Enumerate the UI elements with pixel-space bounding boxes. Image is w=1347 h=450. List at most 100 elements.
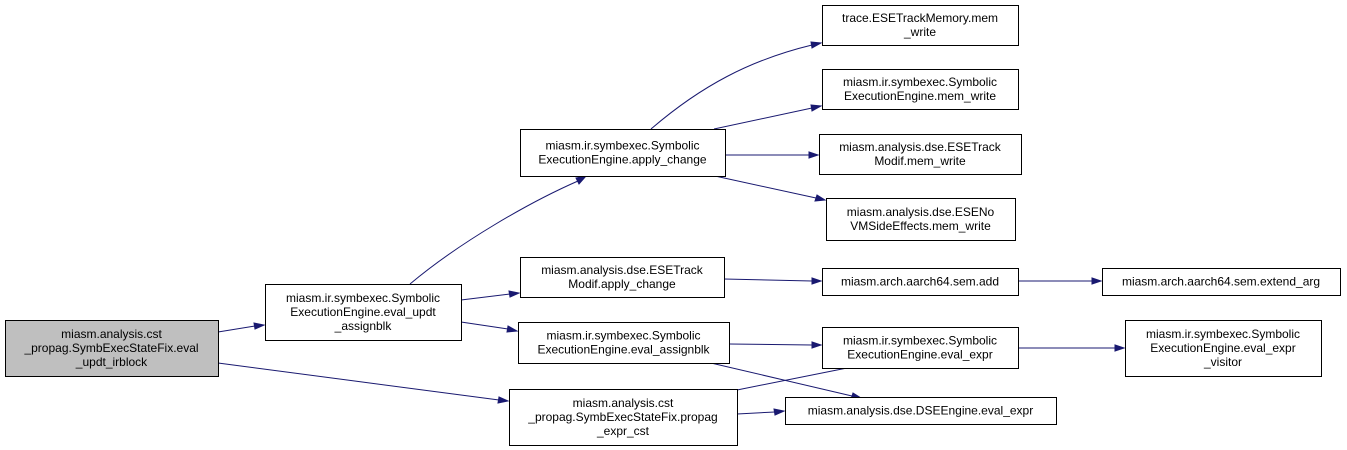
node-box xyxy=(826,198,1016,241)
node-label-line: miasm.ir.symbexec.Symbolic xyxy=(286,291,440,305)
node-label-line: miasm.analysis.dse.DSEEngine.eval_expr xyxy=(808,404,1033,418)
arrowhead xyxy=(508,290,521,298)
node-eval_updt_assignblk[interactable]: miasm.ir.symbexec.SymbolicExecutionEngin… xyxy=(265,284,462,341)
node-box xyxy=(822,5,1019,46)
node-eval_expr_visitor[interactable]: miasm.ir.symbexec.SymbolicExecutionEngin… xyxy=(1125,320,1322,377)
node-label-line: miasm.arch.aarch64.sem.add xyxy=(841,275,999,289)
node-box xyxy=(265,284,462,341)
node-box xyxy=(5,320,219,377)
node-box xyxy=(520,129,726,177)
node-label-line: _visitor xyxy=(1203,355,1242,369)
node-esetrackmodif_mem_write[interactable]: miasm.analysis.dse.ESETrackModif.mem_wri… xyxy=(819,134,1022,175)
node-label-line: VMSideEffects.mem_write xyxy=(850,219,991,233)
node-label-line: Modif.mem_write xyxy=(874,154,966,168)
node-eval_expr[interactable]: miasm.ir.symbexec.SymbolicExecutionEngin… xyxy=(822,327,1019,369)
node-esenovm_mem_write[interactable]: miasm.analysis.dse.ESENoVMSideEffects.me… xyxy=(826,198,1016,241)
arrowhead xyxy=(1114,344,1126,352)
node-label-line: _updt_irblock xyxy=(75,355,148,369)
edge-line xyxy=(217,362,500,401)
edge-root-to-eval_updt_assignblk xyxy=(217,322,266,333)
node-label-line: ExecutionEngine.apply_change xyxy=(538,153,706,167)
arrowhead xyxy=(253,322,266,330)
node-label-line: miasm.analysis.dse.ESENo xyxy=(847,205,995,219)
node-label-line: ExecutionEngine.eval_expr xyxy=(1150,341,1295,355)
edge-line xyxy=(736,411,776,415)
node-propag_expr_cst[interactable]: miasm.analysis.cst_propag.SymbExecStateF… xyxy=(509,389,738,446)
arrowhead xyxy=(497,396,510,404)
edge-apply_change-to-esenovm_mem_write xyxy=(714,175,827,202)
arrowhead xyxy=(814,194,827,202)
edge-line xyxy=(713,107,813,130)
node-label-line: _propag.SymbExecStateFix.eval xyxy=(23,341,198,355)
edge-line xyxy=(723,278,813,282)
node-see_mem_write[interactable]: miasm.ir.symbexec.SymbolicExecutionEngin… xyxy=(822,69,1019,110)
edge-line xyxy=(460,321,509,330)
node-label-line: ExecutionEngine.mem_write xyxy=(844,89,996,103)
node-label-line: miasm.analysis.cst xyxy=(61,327,162,341)
node-eval_assignblk[interactable]: miasm.ir.symbexec.SymbolicExecutionEngin… xyxy=(518,322,730,364)
arrowhead xyxy=(811,277,823,285)
node-esetrackmodif_apply_change[interactable]: miasm.analysis.dse.ESETrackModif.apply_c… xyxy=(520,257,725,298)
edge-line xyxy=(460,293,511,301)
edge-apply_change-to-trace_mem_write xyxy=(650,41,823,130)
node-box xyxy=(520,257,725,298)
arrowhead xyxy=(506,325,519,333)
edge-line xyxy=(736,364,863,391)
edge-root-to-propag_expr_cst xyxy=(217,362,510,404)
node-box xyxy=(509,389,738,446)
edge-line xyxy=(714,175,817,199)
node-box xyxy=(822,69,1019,110)
edge-line xyxy=(409,180,579,285)
arrowhead xyxy=(1091,277,1103,285)
node-label-line: _propag.SymbExecStateFix.propag xyxy=(527,410,717,424)
node-box xyxy=(819,134,1022,175)
edge-apply_change-to-esetrackmodif_mem_write xyxy=(725,151,820,159)
node-label-line: _write xyxy=(903,25,936,39)
edge-eval_expr-to-eval_expr_visitor xyxy=(1018,344,1126,352)
node-label-line: ExecutionEngine.eval_expr xyxy=(847,348,992,362)
edge-eval_assignblk-to-eval_expr xyxy=(728,341,823,349)
node-label-line: ExecutionEngine.eval_assignblk xyxy=(537,343,710,357)
arrowhead xyxy=(773,408,786,416)
edge-apply_change-to-see_mem_write xyxy=(713,104,823,130)
node-label-line: miasm.analysis.cst xyxy=(573,396,674,410)
node-label-line: miasm.arch.aarch64.sem.extend_arg xyxy=(1122,275,1320,289)
edge-propag_expr_cst-to-dse_eval_expr xyxy=(736,408,786,416)
node-trace_mem_write[interactable]: trace.ESETrackMemory.mem_write xyxy=(822,5,1019,46)
arrowhead xyxy=(810,104,823,112)
arrowhead xyxy=(808,151,820,159)
node-box xyxy=(822,327,1019,369)
node-box xyxy=(1125,320,1322,377)
node-label-line: _assignblk xyxy=(334,319,393,333)
node-apply_change[interactable]: miasm.ir.symbexec.SymbolicExecutionEngin… xyxy=(520,129,726,177)
arrowhead xyxy=(575,175,588,185)
edge-line xyxy=(217,325,256,333)
node-label-line: miasm.ir.symbexec.Symbolic xyxy=(843,334,997,348)
node-label-line: miasm.analysis.dse.ESETrack xyxy=(541,263,704,277)
arrowhead xyxy=(810,41,823,49)
node-label-line: miasm.ir.symbexec.Symbolic xyxy=(546,329,700,343)
edges-layer xyxy=(217,41,1126,416)
arrowhead xyxy=(811,341,823,349)
edge-line xyxy=(710,362,853,397)
node-label-line: _expr_cst xyxy=(596,424,650,438)
node-box xyxy=(1102,268,1341,296)
node-box xyxy=(518,322,730,364)
edge-eval_updt_assignblk-to-eval_assignblk xyxy=(460,321,519,333)
node-root[interactable]: miasm.analysis.cst_propag.SymbExecStateF… xyxy=(5,320,219,377)
node-label-line: miasm.ir.symbexec.Symbolic xyxy=(1146,327,1300,341)
edge-line xyxy=(728,343,813,346)
edge-esetrackmodif_apply_change-to-aarch64_add xyxy=(723,277,823,285)
edge-aarch64_add-to-extend_arg xyxy=(1018,277,1103,285)
node-extend_arg[interactable]: miasm.arch.aarch64.sem.extend_arg xyxy=(1102,268,1341,296)
node-box xyxy=(822,268,1019,296)
node-label-line: trace.ESETrackMemory.mem xyxy=(842,11,998,25)
node-label-line: Modif.apply_change xyxy=(568,277,676,291)
node-label-line: miasm.ir.symbexec.Symbolic xyxy=(545,139,699,153)
edge-eval_updt_assignblk-to-esetrackmodif_apply_change xyxy=(460,290,521,301)
node-aarch64_add[interactable]: miasm.arch.aarch64.sem.add xyxy=(822,268,1019,296)
nodes-layer: miasm.analysis.cst_propag.SymbExecStateF… xyxy=(5,5,1341,446)
node-dse_eval_expr[interactable]: miasm.analysis.dse.DSEEngine.eval_expr xyxy=(785,397,1057,425)
node-label-line: miasm.analysis.dse.ESETrack xyxy=(839,140,1002,154)
